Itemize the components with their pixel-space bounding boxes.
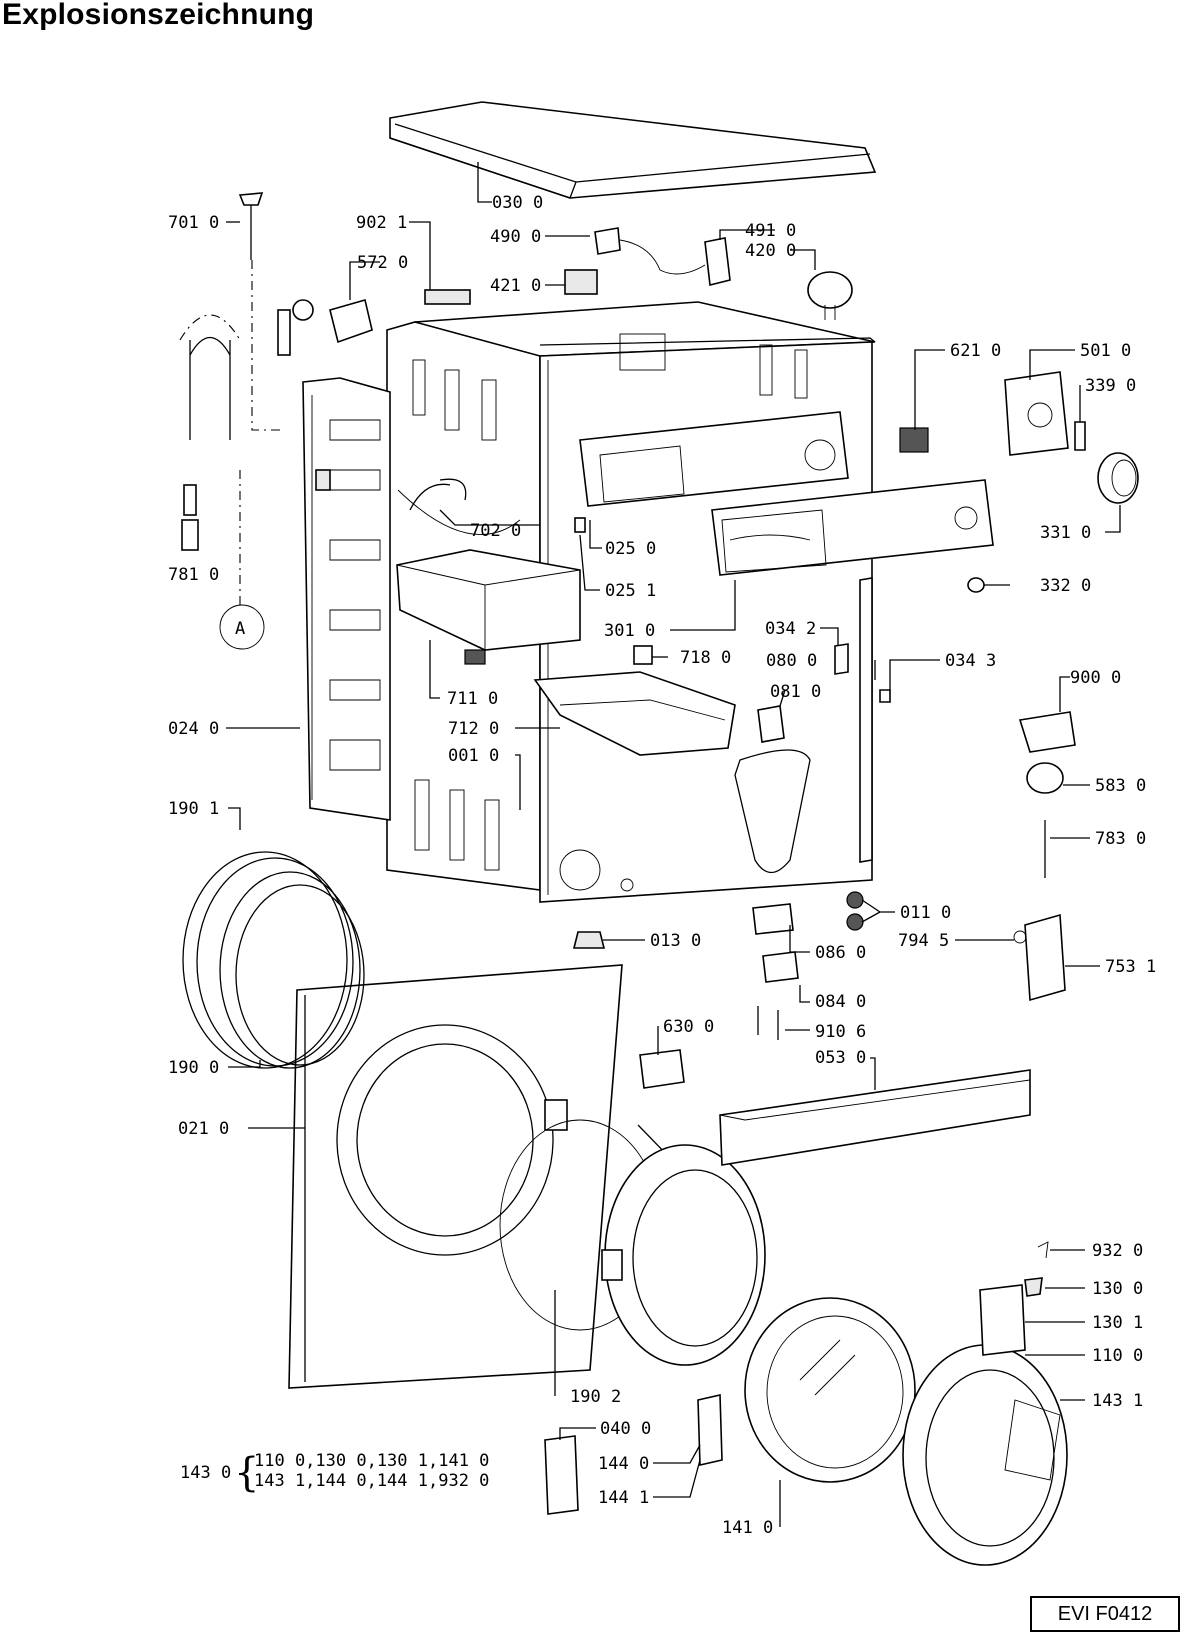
kit-brace: { [234,1450,259,1496]
door-frame-inner [601,1144,766,1366]
detergent-dispenser [396,549,581,665]
label-130-0: 130 0 [1092,1279,1143,1299]
label-030-0: 030 0 [492,193,543,213]
page-title: Explosionszeichnung [2,0,315,31]
label-081-0: 081 0 [770,682,821,702]
label-712-0: 712 0 [448,719,499,739]
label-144-0: 144 0 [598,1454,649,1474]
label-910-6: 910 6 [815,1022,866,1042]
label-190-0: 190 0 [168,1058,219,1078]
label-490-0: 490 0 [490,227,541,247]
label-783-0: 783 0 [1095,829,1146,849]
door-glass [744,1297,916,1483]
label-141-0: 141 0 [722,1518,773,1538]
label-572-0: 572 0 [357,253,408,273]
label-781-0: 781 0 [168,565,219,585]
label-331-0: 331 0 [1040,523,1091,543]
kit-143-line-2: 143 1,144 0,144 1,932 0 [254,1471,489,1491]
label-621-0: 621 0 [950,341,1001,361]
door-gasket [182,851,365,1069]
label-332-0: 332 0 [1040,576,1091,596]
side-panel [302,377,391,821]
label-143-1: 143 1 [1092,1391,1143,1411]
kit-143-line-1: 110 0,130 0,130 1,141 0 [254,1451,489,1471]
label-753-1: 753 1 [1105,957,1156,977]
label-301-0: 301 0 [604,621,655,641]
label-001-0: 001 0 [448,746,499,766]
label-040-0: 040 0 [600,1419,651,1439]
label-630-0: 630 0 [663,1017,714,1037]
label-421-0: 421 0 [490,276,541,296]
label-501-0: 501 0 [1080,341,1131,361]
reference-circle-label: A [235,619,245,639]
reference-circle [219,604,265,650]
label-024-0: 024 0 [168,719,219,739]
label-021-0: 021 0 [178,1119,229,1139]
control-fascia [711,479,994,576]
label-011-0: 011 0 [900,903,951,923]
label-130-1: 130 1 [1092,1313,1143,1333]
label-080-0: 080 0 [766,651,817,671]
label-718-0: 718 0 [680,648,731,668]
label-144-1: 144 1 [598,1488,649,1508]
door-outer-ring [902,1344,1068,1566]
label-711-0: 711 0 [447,689,498,709]
part-labels: 701 0 902 1 572 0 030 0 490 0 491 0 420 … [168,193,1156,1538]
label-491-0: 491 0 [745,221,796,241]
label-900-0: 900 0 [1070,668,1121,688]
kick-plate [719,1069,1031,1166]
small-parts [179,192,1139,1515]
label-932-0: 932 0 [1092,1241,1143,1261]
label-190-2: 190 2 [570,1387,621,1407]
label-794-5: 794 5 [898,931,949,951]
leader-lines [226,162,1121,1527]
label-701-0: 701 0 [168,213,219,233]
label-420-0: 420 0 [745,241,796,261]
label-702-0: 702 0 [470,521,521,541]
label-190-1: 190 1 [168,799,219,819]
label-034-3: 034 3 [945,651,996,671]
control-panel-frame [579,411,849,507]
front-panel [288,964,623,1389]
detergent-drawer [533,671,736,756]
label-034-2: 034 2 [765,619,816,639]
label-902-1: 902 1 [356,213,407,233]
label-339-0: 339 0 [1085,376,1136,396]
label-025-1: 025 1 [605,581,656,601]
label-013-0: 013 0 [650,931,701,951]
label-086-0: 086 0 [815,943,866,963]
label-110-0: 110 0 [1092,1346,1143,1366]
label-053-0: 053 0 [815,1048,866,1068]
top-lid [389,101,877,199]
label-025-0: 025 0 [605,539,656,559]
label-084-0: 084 0 [815,992,866,1012]
drawing-code-box: EVI F0412 [1030,1596,1180,1632]
label-583-0: 583 0 [1095,776,1146,796]
label-143-0: 143 0 [180,1463,231,1483]
